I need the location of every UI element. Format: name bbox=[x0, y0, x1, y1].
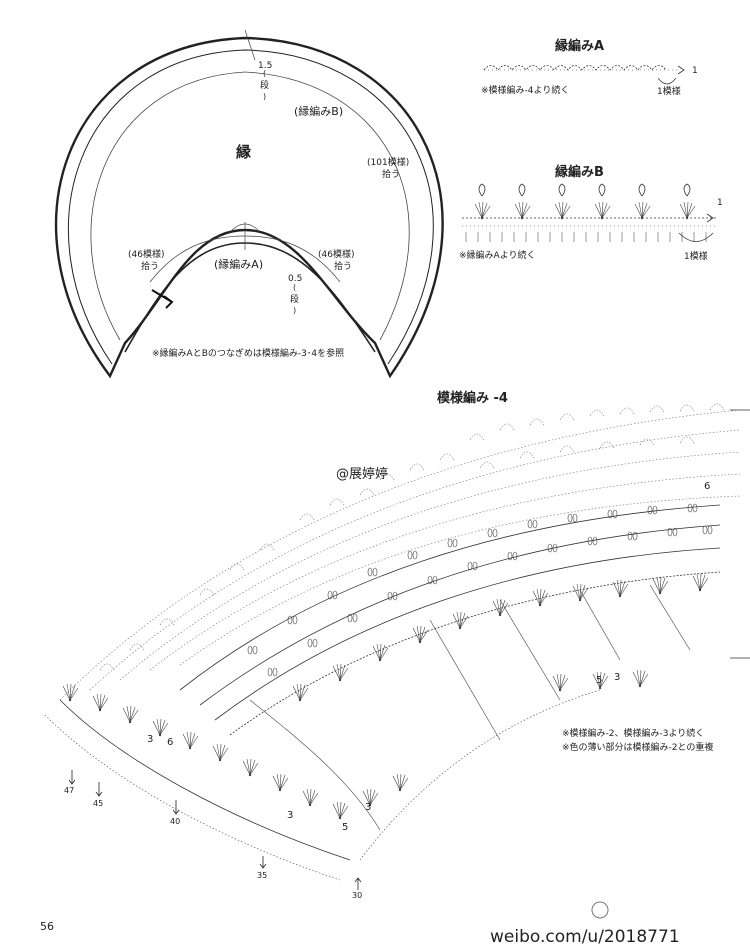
pattern4-note-1: ※模様編み-2、模様編み-3より続く bbox=[562, 727, 704, 739]
pattern4-light-net bbox=[59, 403, 741, 701]
edging-schematic: 縁 1.5 ( 段 ) (縁編みB) (101模様) 拾う (46模様) 拾う … bbox=[54, 29, 444, 379]
svg-text:): ) bbox=[293, 306, 296, 315]
pickup-inner-left-count: (46模様) bbox=[128, 248, 164, 260]
edging-b-diagram: 縁編みB 1 ※縁編みAより続く 1模様 bbox=[459, 164, 723, 262]
watermark-text: @展婷婷 bbox=[336, 466, 388, 482]
row-number-35: 35 bbox=[257, 871, 267, 880]
rows-inner-value: 0.5 bbox=[288, 274, 302, 284]
row-mark-5-bottom: 5 bbox=[342, 822, 348, 833]
page-number: 56 bbox=[40, 920, 54, 933]
schematic-inner-edge bbox=[68, 49, 434, 365]
row-number-45: 45 bbox=[93, 799, 103, 808]
schematic-border-line bbox=[90, 71, 410, 341]
edging-b-row-marker: 1 bbox=[717, 198, 723, 208]
row-number-40: 40 bbox=[170, 817, 180, 826]
pattern4-row-labels: 6 3 6 3 5 3 5 3 47 45 40 35 30 bbox=[64, 477, 716, 900]
edging-a-label: (縁編みA) bbox=[214, 257, 263, 271]
svg-text:(: ( bbox=[293, 283, 296, 292]
rows-inner-unit: 段 bbox=[290, 293, 299, 305]
edging-a-note: ※模様編み-4より続く bbox=[481, 84, 569, 96]
schematic-arrow-icon bbox=[151, 289, 174, 309]
pickup-right-verb: 拾う bbox=[382, 168, 400, 180]
edging-a-diagram: 縁編みA 1 ※模様編み-4より続く 1模様 bbox=[481, 38, 698, 97]
row-number-30: 30 bbox=[352, 891, 362, 900]
svg-text:(: ( bbox=[263, 69, 266, 78]
pattern4-title: 模様編み -4 bbox=[437, 390, 508, 406]
pickup-inner-right-verb: 拾う bbox=[334, 260, 352, 272]
row-mark-3-left: 3 bbox=[147, 734, 153, 745]
pattern4-cluster-bands bbox=[179, 503, 721, 736]
edging-a-repeat-label: 1模様 bbox=[657, 85, 681, 97]
edging-b-repeat-label: 1模様 bbox=[684, 250, 708, 262]
row-mark-6-left: 6 bbox=[167, 737, 173, 748]
edging-b-label: (縁編みB) bbox=[294, 104, 343, 118]
schematic-note: ※縁編みAとBのつなぎめは模様編み-3･4を参照 bbox=[152, 347, 344, 359]
pickup-inner-left-verb: 拾う bbox=[141, 260, 159, 272]
weibo-icon bbox=[591, 901, 609, 919]
rows-outer-unit: 段 bbox=[260, 79, 269, 91]
row-mark-3-mid: 3 bbox=[365, 802, 371, 813]
footer-watermark: weibo.com/u/2018771 bbox=[490, 901, 680, 947]
edging-b-note: ※縁編みAより続く bbox=[459, 249, 536, 261]
pickup-inner-right-count: (46模様) bbox=[318, 248, 354, 260]
edging-a-title: 縁編みA bbox=[555, 38, 604, 54]
row-mark-3-bottom: 3 bbox=[287, 810, 293, 821]
pickup-right-count: (101模様) bbox=[367, 156, 409, 168]
edging-b-title: 縁編みB bbox=[555, 164, 604, 180]
edging-b-motif-row bbox=[462, 183, 716, 242]
pattern4-shell-motifs bbox=[44, 573, 709, 881]
pattern4-note-2: ※色の薄い部分は模様編み-2との重複 bbox=[562, 741, 713, 753]
row-mark-5-top: 5 bbox=[596, 675, 602, 686]
schematic-center-label: 縁 bbox=[236, 143, 251, 161]
edging-a-chain-row bbox=[483, 65, 680, 71]
footer-watermark-text: weibo.com/u/2018771 bbox=[490, 927, 680, 947]
pattern4-diagram: 模様編み -4 bbox=[44, 390, 750, 900]
edging-a-row-marker: 1 bbox=[692, 66, 698, 76]
row-mark-3-top: 3 bbox=[614, 672, 620, 683]
rows-outer-value: 1.5 bbox=[258, 61, 272, 71]
row-number-47: 47 bbox=[64, 786, 74, 795]
row-mark-6-top: 6 bbox=[704, 481, 710, 492]
svg-text:): ) bbox=[263, 92, 266, 101]
schematic-outer-edge bbox=[54, 36, 444, 379]
